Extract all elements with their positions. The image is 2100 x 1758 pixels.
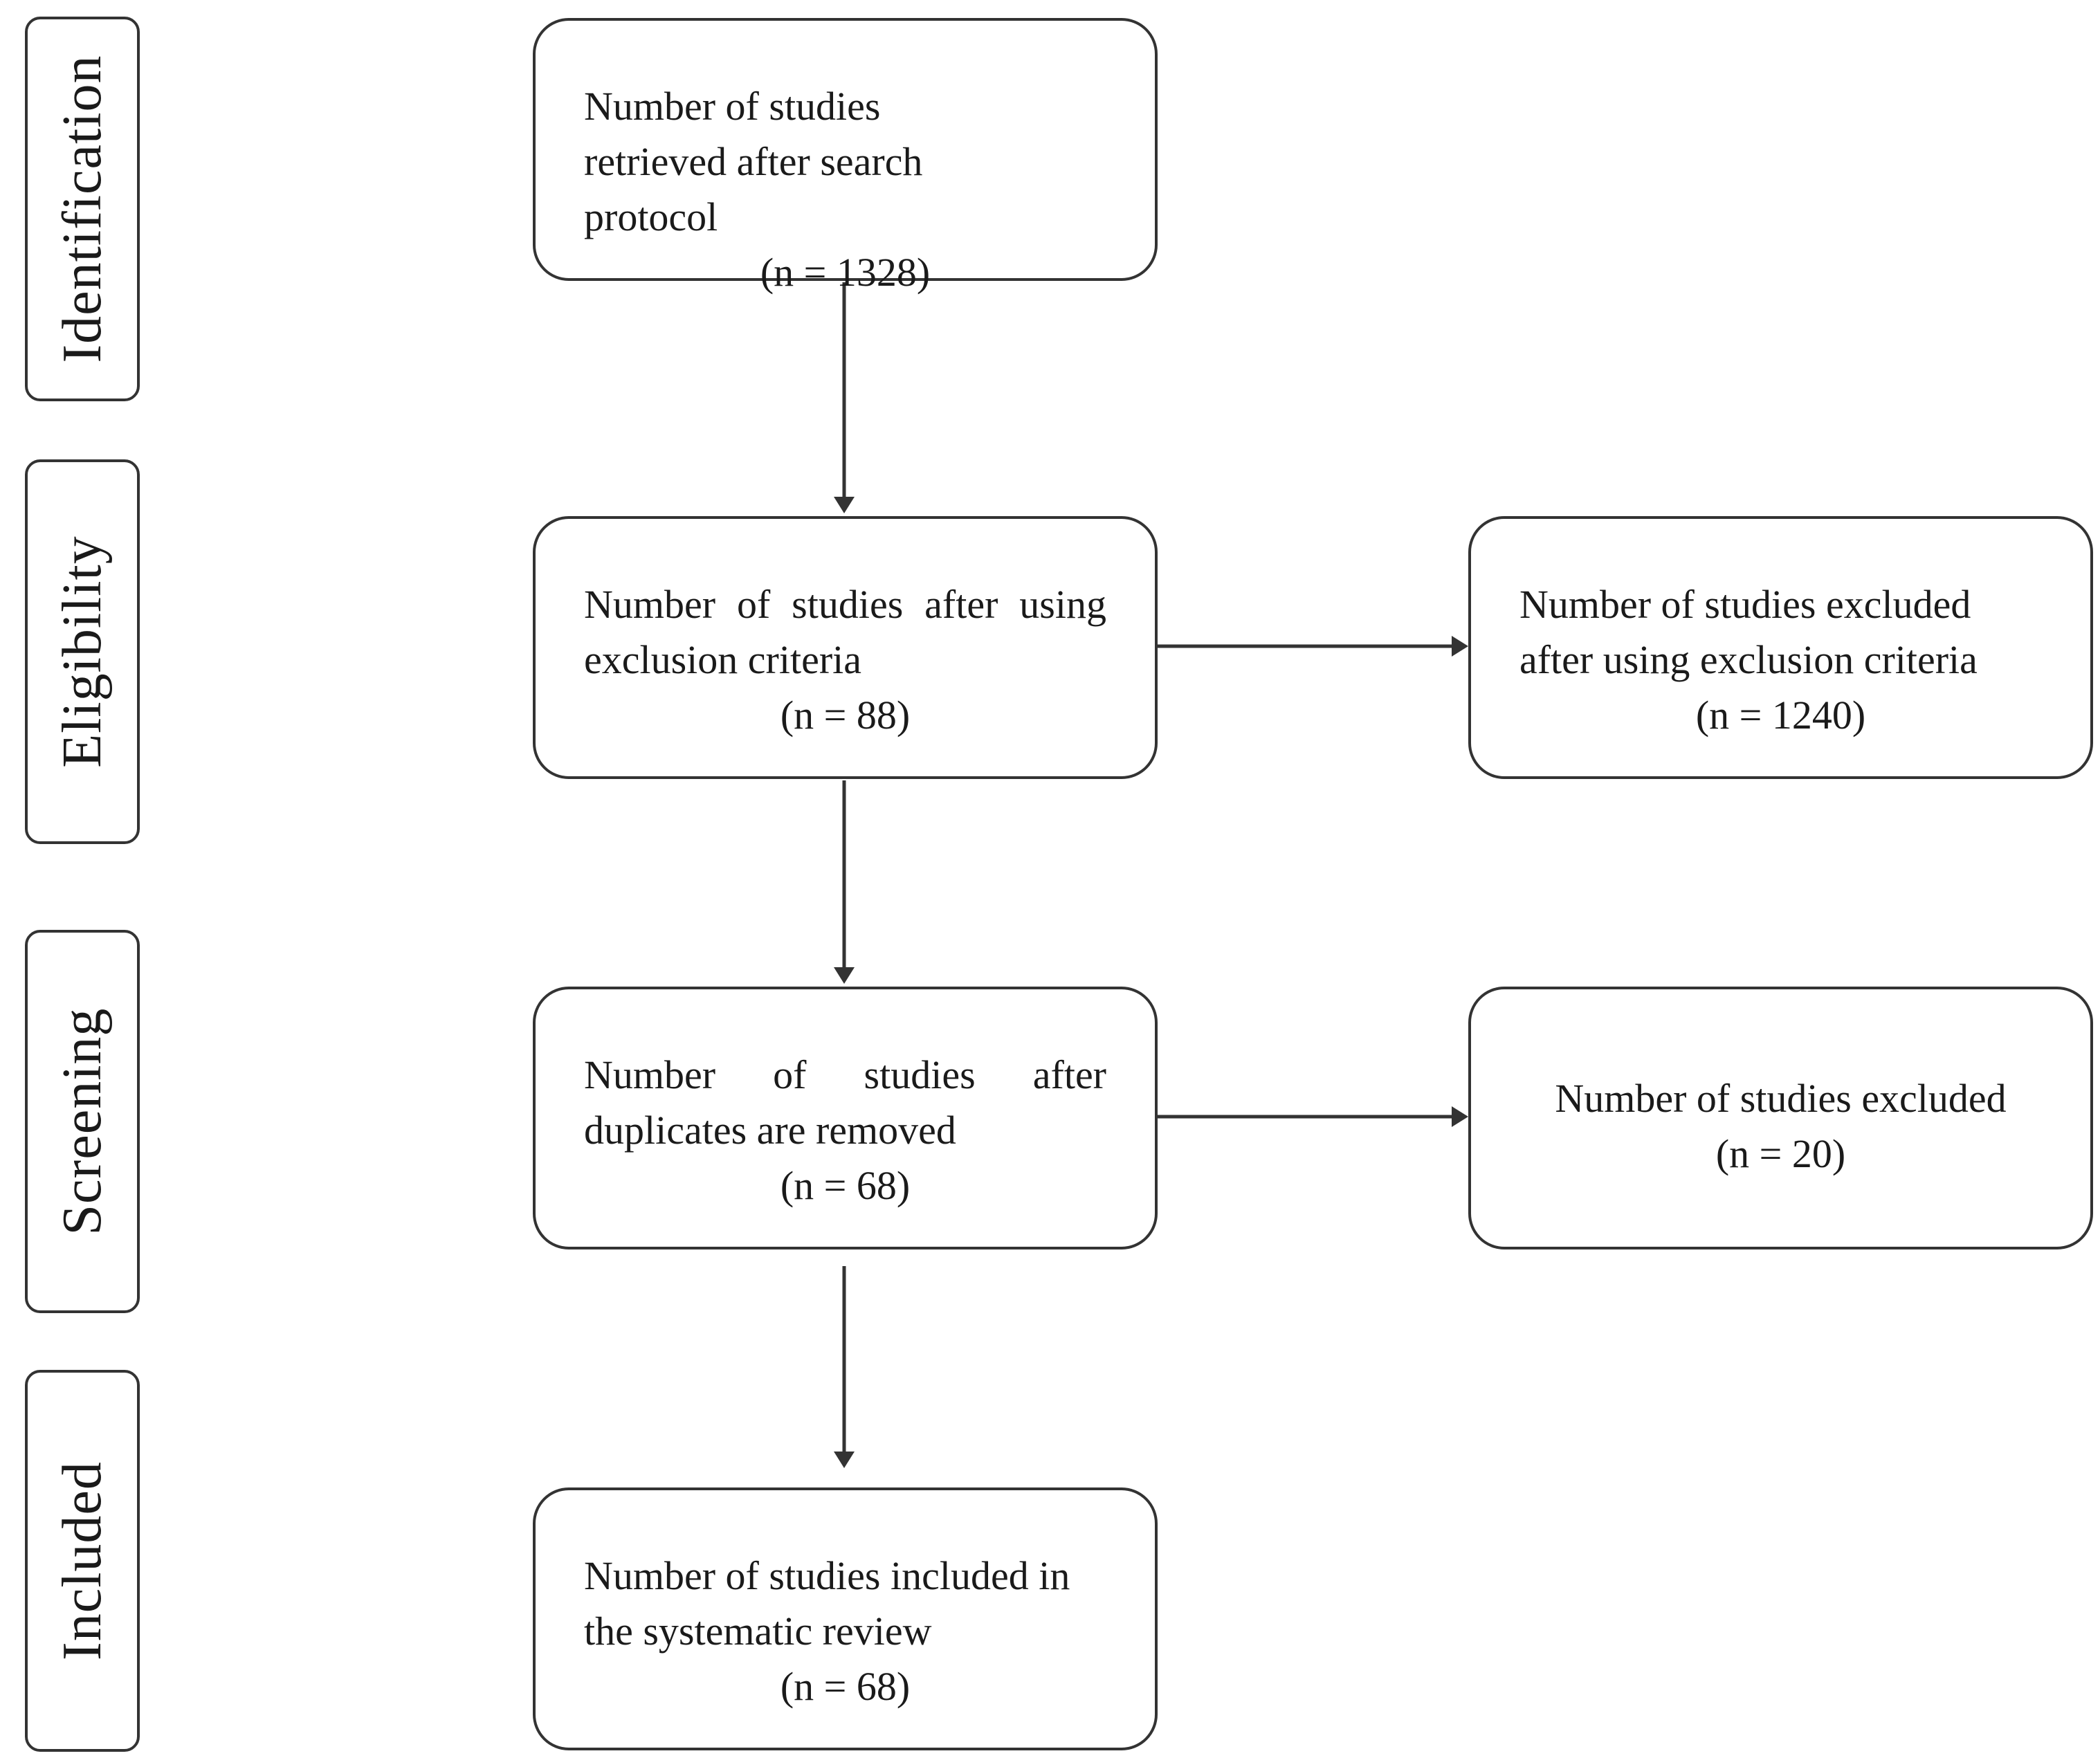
box-studies-after-duplicates: Number of studies after duplicates are r… [533, 987, 1158, 1249]
box-studies-included-review-count: (n = 68) [780, 1664, 911, 1709]
stage-tab-identification: Identification [25, 17, 140, 401]
box-studies-excluded-text: Number of studies excluded [1555, 1076, 2007, 1121]
stage-tab-included: Included [25, 1370, 140, 1752]
box-studies-after-duplicates-count: (n = 68) [780, 1163, 911, 1208]
stage-tab-eligibility: Eligibility [25, 459, 140, 844]
box-studies-excluded-criteria-text: Number of studies excluded after using e… [1519, 582, 1978, 682]
box-studies-excluded-criteria-count: (n = 1240) [1695, 693, 1866, 738]
stage-label-screening: Screening [52, 1007, 113, 1236]
arrow-retrieved-to-eligibility [834, 282, 855, 513]
arrow-screening-to-included [834, 1266, 855, 1468]
box-studies-excluded-criteria: Number of studies excluded after using e… [1468, 516, 2093, 779]
box-studies-after-exclusion-text: Number of studies after using exclusion … [584, 582, 1106, 682]
box-studies-included-review: Number of studies included in the system… [533, 1487, 1158, 1750]
stage-label-identification: Identification [52, 55, 113, 363]
box-studies-after-duplicates-text: Number of studies after duplicates are r… [584, 1052, 1106, 1153]
stage-label-included: Included [52, 1461, 113, 1660]
stage-tab-screening: Screening [25, 930, 140, 1313]
stage-label-eligibility: Eligibility [52, 535, 113, 768]
box-studies-after-exclusion: Number of studies after using exclusion … [533, 516, 1158, 779]
box-studies-included-review-text: Number of studies included in the system… [584, 1553, 1070, 1654]
box-studies-after-exclusion-count: (n = 88) [780, 693, 911, 738]
box-studies-excluded: Number of studies excluded (n = 20) [1468, 987, 2093, 1249]
arrow-screening-to-excluded [1158, 1106, 1468, 1127]
box-studies-excluded-count: (n = 20) [1715, 1131, 1846, 1176]
box-studies-retrieved-count: (n = 1328) [760, 250, 931, 295]
box-studies-retrieved-text: Number of studies retrieved after search… [584, 84, 923, 239]
box-studies-retrieved: Number of studies retrieved after search… [533, 18, 1158, 295]
arrow-eligibility-to-screening [834, 780, 855, 984]
arrow-eligibility-to-excluded [1158, 636, 1468, 657]
